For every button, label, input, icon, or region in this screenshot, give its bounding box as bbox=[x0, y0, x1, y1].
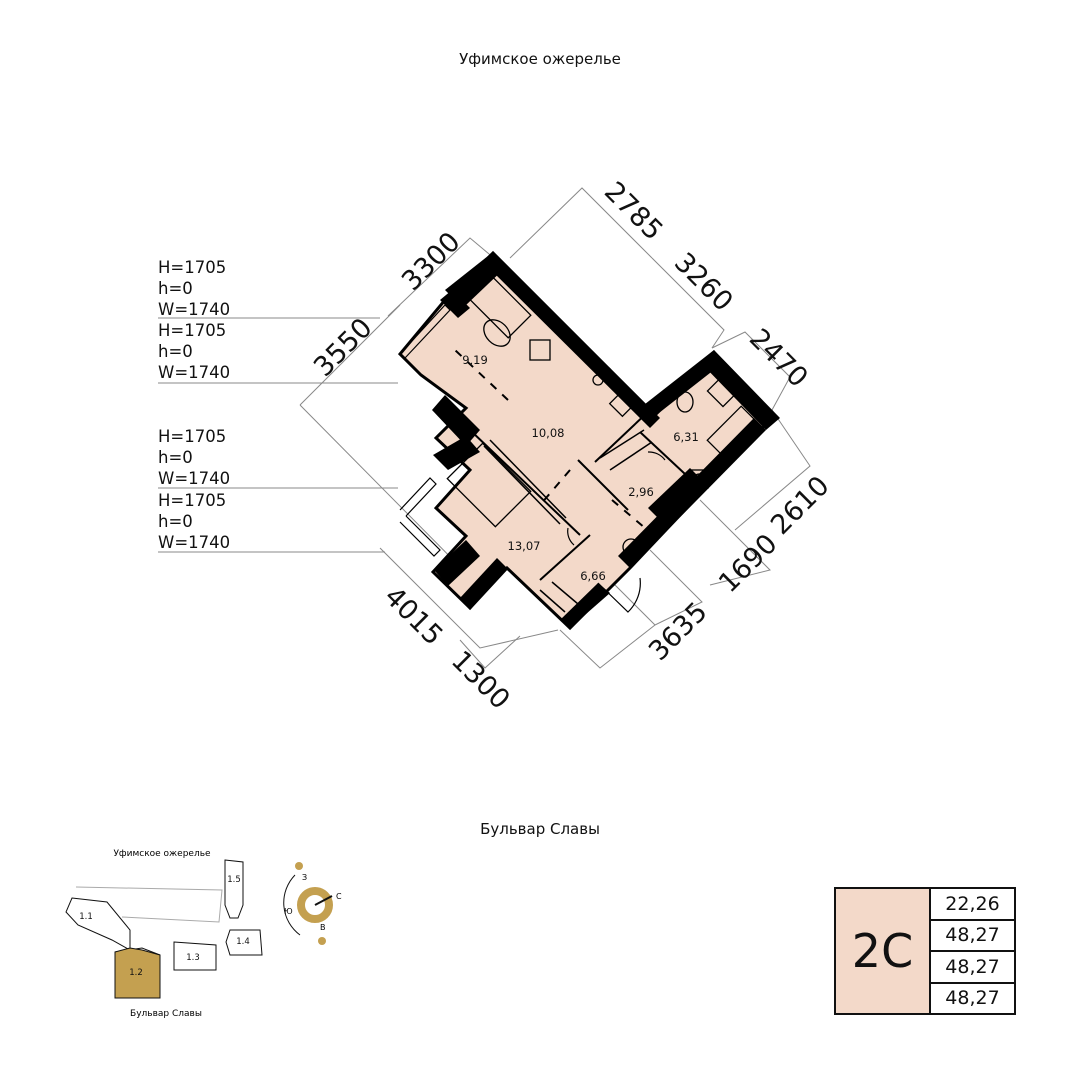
window-spec-4: H=1705 h=0 W=1740 bbox=[158, 490, 230, 553]
dimension-1690: 1690 bbox=[713, 528, 784, 599]
site-building-label-4: 1.4 bbox=[236, 937, 250, 947]
site-building-highlighted bbox=[114, 947, 161, 999]
dimension-3260: 3260 bbox=[668, 247, 739, 318]
site-building-label-5: 1.5 bbox=[227, 875, 241, 885]
dimension-3550: 3550 bbox=[308, 312, 379, 383]
window-spec-3: H=1705 h=0 W=1740 bbox=[158, 426, 230, 489]
area-total-3: 48,27 bbox=[945, 987, 1000, 1010]
site-building-label-1: 1.1 bbox=[79, 912, 93, 922]
room-area-entrance: 6,66 bbox=[580, 569, 606, 583]
window-height: H=1705 bbox=[158, 321, 227, 340]
compass-south: Ю bbox=[284, 907, 293, 916]
dimension-2470: 2470 bbox=[743, 323, 814, 394]
window-width: W=1740 bbox=[158, 363, 231, 382]
compass-east: В bbox=[320, 923, 326, 932]
site-street-bottom: Бульвар Славы bbox=[130, 1009, 202, 1019]
window-width: W=1740 bbox=[158, 300, 231, 319]
window-width: W=1740 bbox=[158, 469, 231, 488]
sun-icon bbox=[318, 937, 326, 945]
dimension-3635: 3635 bbox=[643, 596, 714, 667]
room-area-bathroom: 6,31 bbox=[673, 430, 699, 444]
room-area-hall: 10,08 bbox=[532, 426, 565, 440]
street-label-bottom: Бульвар Славы bbox=[480, 820, 600, 838]
room-area-bedroom: 13,07 bbox=[508, 539, 541, 553]
site-plan: Уфимское ожерелье Бульвар Славы 1.1 1.2 … bbox=[65, 849, 342, 1019]
dimension-4015: 4015 bbox=[378, 581, 449, 652]
window-height: H=1705 bbox=[158, 427, 227, 446]
compass-west: З bbox=[302, 873, 307, 882]
window-sill-height: h=0 bbox=[158, 448, 193, 467]
site-building-label-3: 1.3 bbox=[186, 953, 200, 963]
partitions bbox=[454, 349, 701, 581]
apartment-summary-table: 2С 22,26 48,27 48,27 48,27 bbox=[834, 887, 1016, 1015]
sun-icon bbox=[295, 862, 303, 870]
area-total-2: 48,27 bbox=[931, 952, 1014, 984]
furniture bbox=[446, 273, 758, 556]
window-sill-height: h=0 bbox=[158, 279, 193, 298]
room-labels: 9,19 10,08 6,31 2,96 13,07 6,66 bbox=[462, 353, 699, 583]
apartment-type: 2С bbox=[836, 889, 931, 1013]
compass-north: С bbox=[336, 892, 342, 901]
area-list: 22,26 48,27 48,27 48,27 bbox=[931, 889, 1014, 1013]
compass-icon: З Ю С В bbox=[283, 862, 342, 945]
dimension-2610: 2610 bbox=[765, 470, 836, 541]
site-street-top: Уфимское ожерелье bbox=[113, 849, 211, 859]
doors bbox=[567, 451, 666, 613]
window-sill-height: h=0 bbox=[158, 342, 193, 361]
room-area-kitchen-living: 9,19 bbox=[462, 353, 488, 367]
window-spec-1: H=1705 h=0 W=1740 bbox=[158, 257, 230, 320]
wardrobe-hatch bbox=[483, 429, 653, 613]
dimension-1300: 1300 bbox=[445, 645, 516, 716]
room-area-corridor: 2,96 bbox=[628, 485, 654, 499]
window-sill-height: h=0 bbox=[158, 512, 193, 531]
site-building-label-2: 1.2 bbox=[129, 968, 143, 978]
window-spec-2: H=1705 h=0 W=1740 bbox=[158, 320, 230, 383]
window-height: H=1705 bbox=[158, 258, 227, 277]
window-width: W=1740 bbox=[158, 533, 231, 552]
windows bbox=[399, 304, 451, 557]
window-height: H=1705 bbox=[158, 491, 227, 510]
area-living: 22,26 bbox=[931, 889, 1014, 921]
street-label-top: Уфимское ожерелье bbox=[459, 50, 621, 68]
area-total: 48,27 bbox=[931, 921, 1014, 952]
dimension-2785: 2785 bbox=[598, 176, 669, 247]
